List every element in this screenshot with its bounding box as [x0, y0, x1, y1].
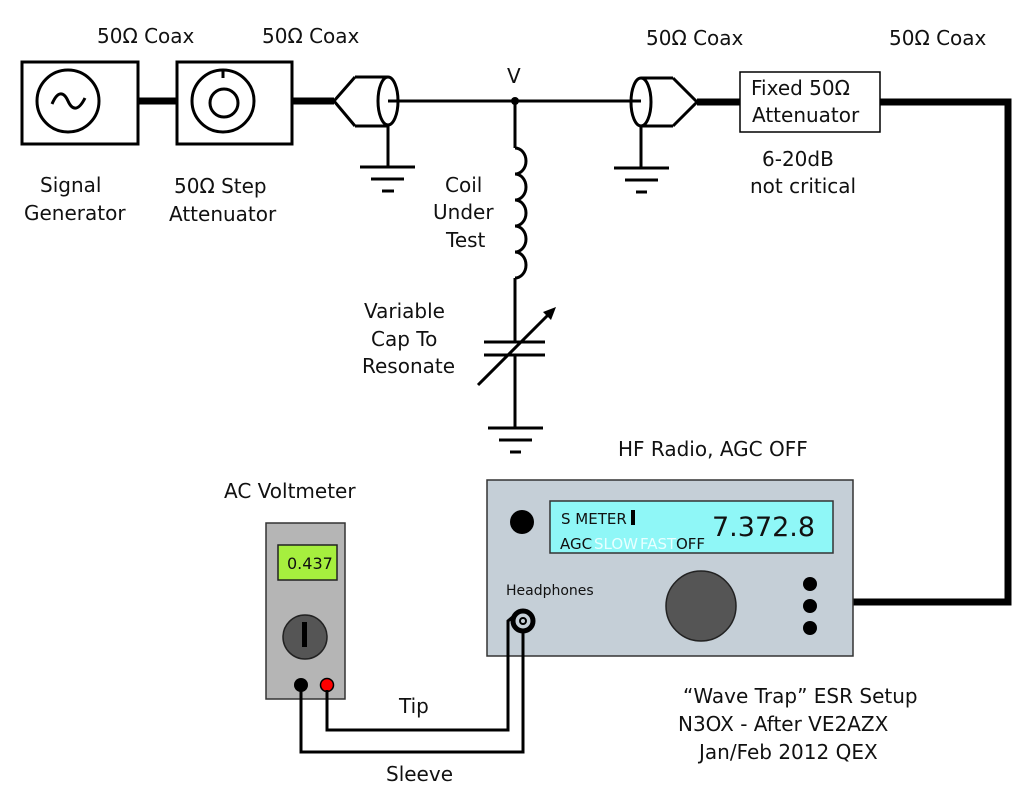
coax-connector-left	[332, 75, 415, 193]
hf-radio: S METER AGC SLOW FAST OFF 7.372.8 Headph…	[486, 479, 854, 657]
s-meter-bar	[631, 510, 635, 525]
voltmeter-title: AC Voltmeter	[224, 479, 356, 503]
coax-label-4: 50Ω Coax	[889, 26, 987, 50]
ground-symbol-left	[360, 165, 415, 193]
black-terminal	[294, 678, 308, 692]
tuning-knob[interactable]	[665, 570, 737, 642]
signal-generator-label-1: Signal	[40, 173, 101, 197]
radio-power-button[interactable]	[510, 510, 534, 534]
variable-capacitor	[476, 307, 556, 454]
ground-symbol-cap	[488, 426, 543, 454]
agc-option-slow: SLOW	[594, 535, 638, 553]
credits-line-1: “Wave Trap” ESR Setup	[683, 684, 918, 708]
ac-voltmeter: 0.437	[265, 522, 346, 700]
coax-cable-4	[853, 98, 1012, 606]
sine-wave-icon	[35, 68, 101, 134]
sleeve-label: Sleeve	[386, 762, 453, 786]
coil-label-2: Under	[433, 200, 494, 224]
step-attenuator-label-1: 50Ω Step	[174, 174, 267, 198]
s-meter-label: S METER	[561, 510, 627, 528]
radio-display	[549, 500, 834, 554]
tip-label: Tip	[398, 694, 429, 718]
agc-option-off: OFF	[676, 535, 705, 553]
node-v-label: V	[507, 64, 521, 88]
fixed-attenuator	[739, 71, 881, 133]
agc-label: AGC	[560, 535, 592, 553]
fixed-attenuator-note-1: 6-20dB	[762, 147, 834, 171]
signal-generator	[20, 60, 140, 146]
coil-label-3: Test	[445, 228, 486, 252]
radio-title: HF Radio, AGC OFF	[618, 437, 808, 461]
voltmeter-reading: 0.437	[287, 554, 333, 573]
radio-button-2[interactable]	[803, 599, 817, 613]
coax-label-1: 50Ω Coax	[97, 24, 195, 48]
signal-generator-label-2: Generator	[24, 201, 126, 225]
red-terminal	[319, 677, 335, 693]
credits-line-3: Jan/Feb 2012 QEX	[697, 740, 878, 764]
cap-label-3: Resonate	[362, 354, 455, 378]
tip-wire	[325, 613, 516, 732]
coil-label-1: Coil	[445, 173, 482, 197]
cap-label-1: Variable	[364, 299, 445, 323]
radio-button-1[interactable]	[803, 577, 817, 591]
coax-connector-right	[614, 76, 700, 194]
credits-line-2: N3OX - After VE2AZX	[678, 712, 889, 736]
coax-label-3: 50Ω Coax	[646, 26, 744, 50]
fixed-attenuator-label-2: Attenuator	[752, 103, 860, 127]
radio-button-3[interactable]	[803, 621, 817, 635]
fixed-attenuator-label-1: Fixed 50Ω	[751, 76, 850, 100]
coil-inductor	[513, 101, 528, 342]
frequency-readout: 7.372.8	[712, 512, 815, 543]
cap-label-2: Cap To	[371, 327, 437, 351]
coax-label-2: 50Ω Coax	[262, 24, 360, 48]
step-attenuator-label-2: Attenuator	[169, 202, 277, 226]
voltmeter-lcd	[277, 544, 338, 581]
headphones-label: Headphones	[506, 583, 594, 599]
ground-symbol-right	[614, 166, 669, 194]
step-attenuator	[175, 60, 294, 146]
fixed-attenuator-note-2: not critical	[750, 174, 856, 198]
sleeve-wire	[299, 630, 525, 754]
agc-option-fast: FAST	[640, 535, 677, 553]
